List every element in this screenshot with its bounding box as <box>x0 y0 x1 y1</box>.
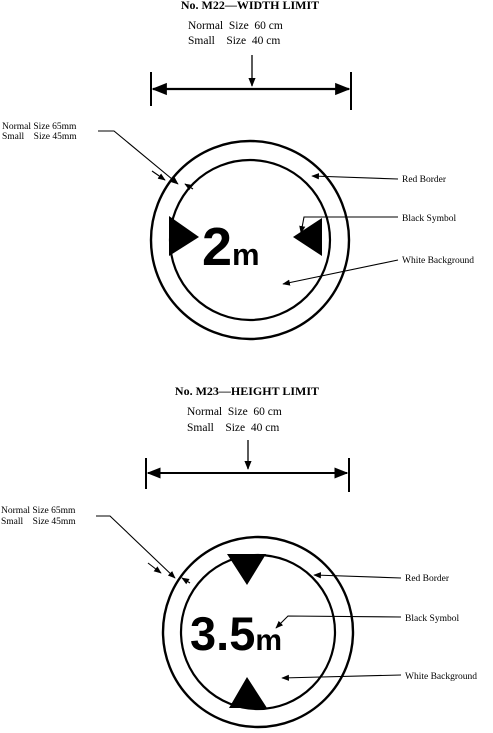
m23-label-leaders <box>275 572 402 681</box>
m23-small-size: Small Size 40 cm <box>187 422 279 434</box>
m22-title: No. M22—WIDTH LIMIT <box>181 0 319 12</box>
m22-small-size: Small Size 40 cm <box>188 35 280 47</box>
m22-left-triangle-icon <box>169 216 199 256</box>
m22-label-symbol: Black Symbol <box>402 214 456 224</box>
m22-label-background: White Background <box>402 256 474 266</box>
svg-text:2m: 2m <box>202 217 260 277</box>
m22-label-leaders <box>282 173 399 286</box>
m23-border-note-normal: Normal Size 65mm <box>1 506 76 516</box>
m22-symbol-unit: m <box>232 237 260 272</box>
m22-border-note-normal: Normal Size 65mm <box>2 122 77 132</box>
m22-label-border: Red Border <box>402 175 447 185</box>
m22-border-note-small: Small Size 45mm <box>2 132 77 142</box>
m23-label-border: Red Border <box>405 574 450 584</box>
m22-right-triangle-icon <box>293 218 322 256</box>
sign-m23-group: No. M23—HEIGHT LIMIT Normal Size 60 cm S… <box>1 384 477 729</box>
m23-symbol-value: 3.5 <box>190 607 255 660</box>
m23-symbol-unit: m <box>255 624 282 657</box>
m23-border-leaders <box>96 515 191 585</box>
m22-symbol-value: 2 <box>202 217 232 277</box>
m23-bottom-triangle-icon <box>229 677 267 708</box>
m23-border-note-small: Small Size 45mm <box>1 517 76 527</box>
svg-text:3.5m: 3.5m <box>190 607 282 660</box>
m23-label-symbol: Black Symbol <box>405 614 459 624</box>
m22-border-leaders <box>98 130 194 191</box>
m22-normal-size: Normal Size 60 cm <box>188 20 283 32</box>
m23-normal-size: Normal Size 60 cm <box>187 406 282 418</box>
m23-dimension-line <box>145 440 350 492</box>
sign-m22-group: No. M22—WIDTH LIMIT Normal Size 60 cm Sm… <box>2 0 474 341</box>
m23-top-triangle-icon <box>227 554 266 585</box>
m23-title: No. M23—HEIGHT LIMIT <box>175 384 319 398</box>
m23-label-background: White Background <box>405 672 477 682</box>
m22-dimension-line <box>150 55 352 110</box>
